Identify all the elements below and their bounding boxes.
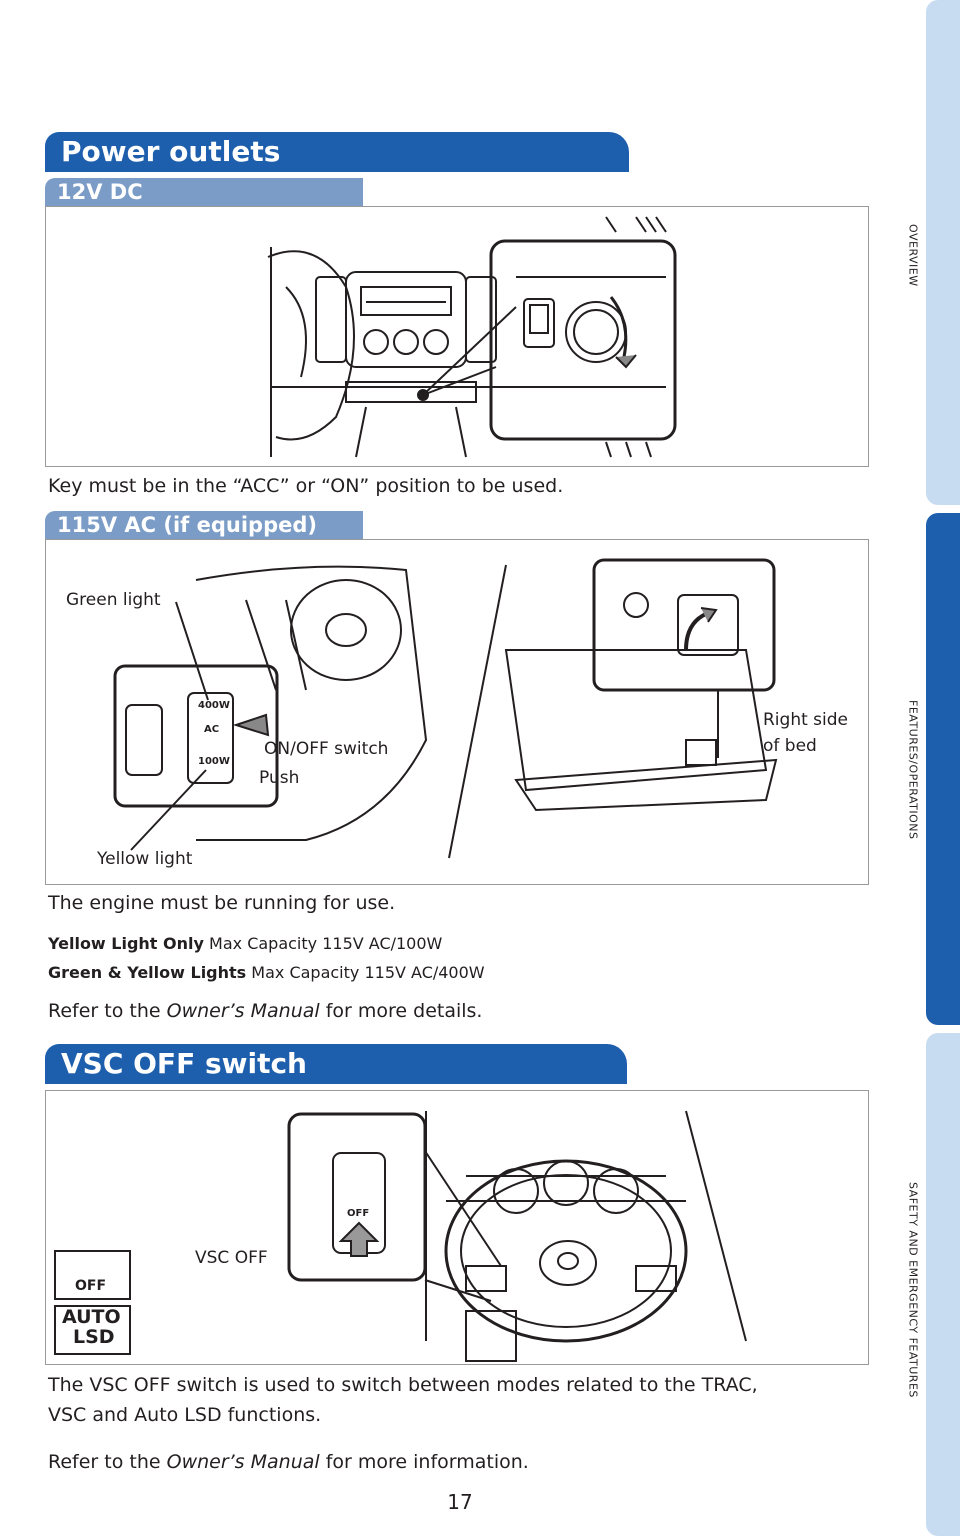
page-number: 17: [447, 1490, 473, 1514]
inset-off-text: OFF: [347, 1208, 370, 1219]
side-tab-safety[interactable]: [926, 1033, 960, 1536]
side-tab-overview-label: OVERVIEW: [906, 223, 920, 287]
dc-illustration-frame: [45, 206, 869, 467]
dc-note: Key must be in the “ACC” or “ON” positio…: [48, 475, 564, 497]
ac-illustration-frame: [45, 539, 869, 885]
vsc-off-icon-text: OFF: [75, 1278, 107, 1294]
callout-right-side-1: Right side: [763, 710, 848, 730]
vsc-refer-manual: Owner’s Manual: [166, 1451, 320, 1473]
side-tab-features-label: FEATURES/OPERATIONS: [906, 700, 920, 840]
green-yellow-row: Green & Yellow Lights Max Capacity 115V …: [48, 963, 485, 982]
vsc-refer: Refer to the Owner’s Manual for more inf…: [48, 1451, 529, 1473]
ac-outlet-illustration: [113, 558, 778, 859]
callout-onoff-switch: ON/OFF switch: [264, 739, 389, 759]
callout-yellow-light: Yellow light: [97, 849, 193, 869]
auto-lsd-line1: AUTO: [62, 1306, 121, 1328]
vsc-refer-suffix: for more information.: [319, 1451, 529, 1473]
callout-push: Push: [259, 768, 300, 788]
power-outlets-title: Power outlets: [45, 132, 629, 172]
auto-lsd-line2: LSD: [73, 1326, 115, 1348]
vsc-illustration: [54, 1110, 747, 1362]
switch-label-400w: 400W: [198, 700, 230, 711]
yellow-only-label: Yellow Light Only: [48, 934, 204, 953]
green-yellow-label: Green & Yellow Lights: [48, 963, 247, 982]
green-yellow-value: Max Capacity 115V AC/400W: [251, 963, 485, 982]
ac-refer: Refer to the Owner’s Manual for more det…: [48, 1000, 482, 1022]
ac-subtitle: 115V AC (if equipped): [45, 511, 363, 539]
vsc-illustration-frame: [45, 1090, 869, 1365]
vsc-off-callout: VSC OFF: [195, 1248, 268, 1268]
ac-refer-prefix: Refer to the: [48, 1000, 167, 1022]
callout-green-light: Green light: [66, 590, 161, 610]
dash-illustration: [267, 216, 677, 458]
switch-label-100w: 100W: [198, 756, 230, 767]
switch-label-ac: AC: [204, 724, 220, 735]
ac-note: The engine must be running for use.: [48, 892, 396, 914]
vsc-refer-prefix: Refer to the: [48, 1451, 167, 1473]
side-tab-safety-label: SAFETY AND EMERGENCY FEATURES: [906, 1182, 920, 1398]
yellow-only-value: Max Capacity 115V AC/100W: [209, 934, 443, 953]
ac-refer-manual: Owner’s Manual: [166, 1000, 320, 1022]
dc-subtitle: 12V DC: [45, 178, 363, 206]
ac-refer-suffix: for more details.: [319, 1000, 483, 1022]
callout-right-side-2: of bed: [763, 736, 817, 756]
vsc-description-2: VSC and Auto LSD functions.: [48, 1404, 322, 1426]
vsc-description-1: The VSC OFF switch is used to switch bet…: [48, 1374, 758, 1396]
vsc-title: VSC OFF switch: [45, 1044, 627, 1084]
side-tab-features[interactable]: [926, 513, 960, 1025]
side-tab-overview[interactable]: [926, 0, 960, 505]
yellow-only-row: Yellow Light Only Max Capacity 115V AC/1…: [48, 934, 442, 953]
